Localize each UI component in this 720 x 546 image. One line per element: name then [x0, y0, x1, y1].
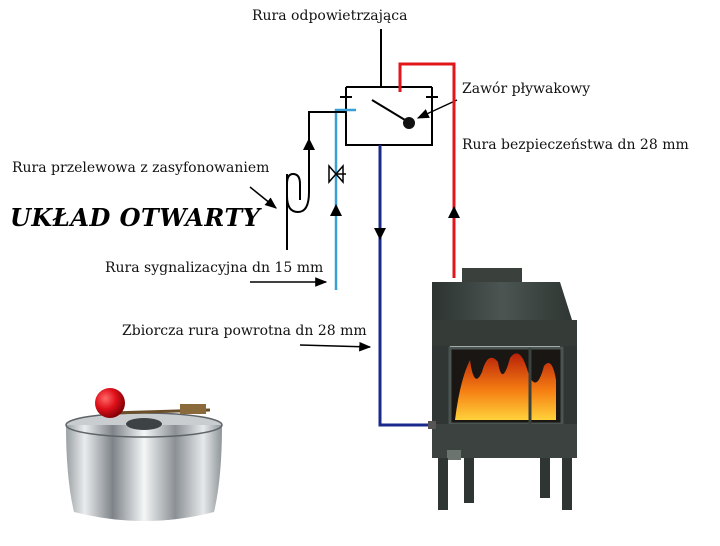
float-valve-label: Zawór pływakowy [462, 81, 591, 97]
return-pipe [374, 145, 432, 427]
signal-pipe-label: Rura sygnalizacyjna dn 15 mm [105, 260, 324, 276]
vent-pipe-label: Rura odpowietrzająca [252, 8, 408, 24]
overflow-pipe [286, 111, 346, 250]
float-valve [371, 99, 458, 129]
signal-pipe [328, 108, 356, 290]
safety-pipe-label: Rura bezpieczeństwa dn 28 mm [462, 137, 689, 153]
overflow-pipe-label: Rura przelewowa z zasyfonowaniem [12, 160, 270, 176]
steel-tank-image [65, 388, 223, 521]
safety-pipe [398, 62, 460, 278]
return-pipe-label: Zbiorcza rura powrotna dn 28 mm [122, 323, 367, 339]
expansion-tank [340, 86, 438, 146]
fireplace-insert-image [428, 268, 577, 510]
leader-arrows [249, 186, 372, 352]
diagram-title: UKŁAD OTWARTY [10, 203, 261, 232]
